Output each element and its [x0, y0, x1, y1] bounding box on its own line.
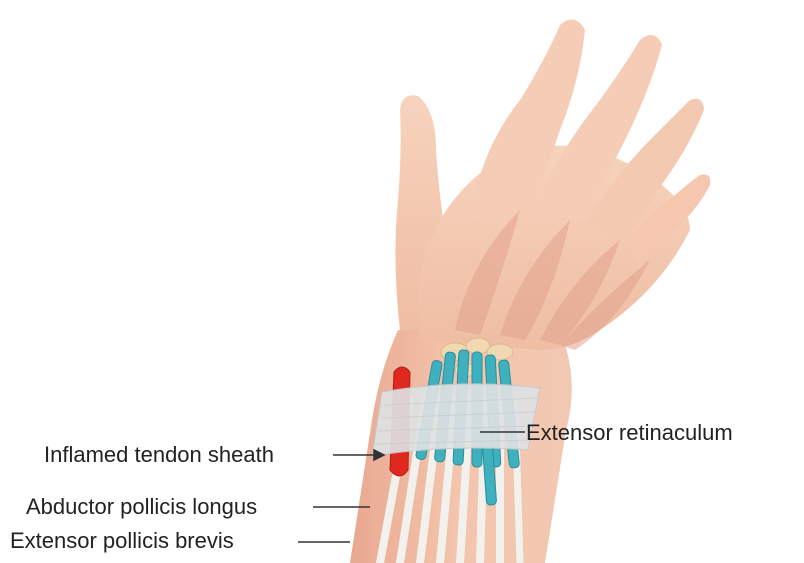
extensor-retinaculum: [372, 384, 540, 456]
label-abductor-pollicis-longus: Abductor pollicis longus: [26, 494, 257, 520]
label-extensor-pollicis-brevis: Extensor pollicis brevis: [10, 528, 234, 554]
label-inflamed-tendon-sheath: Inflamed tendon sheath: [44, 442, 274, 468]
label-extensor-retinaculum: Extensor retinaculum: [526, 420, 733, 446]
